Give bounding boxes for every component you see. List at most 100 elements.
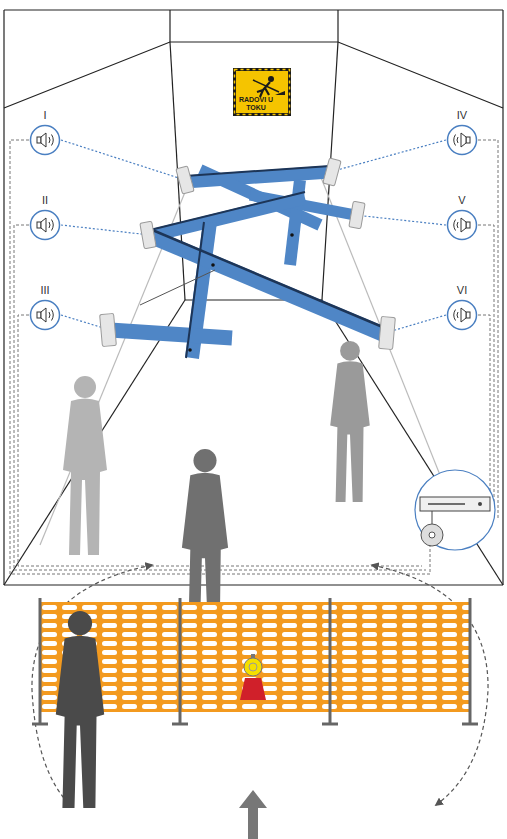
room-outline: [4, 10, 503, 585]
speaker-box: [140, 221, 156, 249]
speaker-callout: IV: [442, 108, 482, 158]
speaker-cone: [461, 133, 466, 147]
visitor-silhouette: [330, 341, 370, 502]
cd-player: [415, 470, 495, 550]
fence-post: [469, 598, 472, 724]
disc-hole: [429, 532, 435, 538]
icon-circle: [448, 301, 477, 330]
icon-circle: [448, 211, 477, 240]
speaker-callout: III: [25, 283, 65, 333]
entry-arrow: [239, 790, 267, 839]
speaker-icon: [446, 209, 478, 241]
tension-wire: [140, 270, 215, 305]
wall-edge: [3, 10, 4, 585]
sound-waves: [454, 310, 458, 321]
post-foot: [32, 723, 48, 726]
speaker-boxes: [100, 158, 396, 350]
speaker-box: [349, 201, 365, 229]
callout-number: IV: [442, 108, 482, 124]
pointer-line: [355, 215, 446, 225]
lamp-lens: [249, 663, 257, 671]
speaker-callout: V: [442, 193, 482, 243]
speaker-cone: [461, 218, 466, 232]
post-foot: [322, 723, 338, 726]
speaker-box: [379, 316, 396, 349]
beam-edge: [150, 229, 385, 328]
warning-sign: RADOVI U TOKU: [233, 68, 291, 116]
speaker-box: [176, 166, 194, 194]
speaker-icon: [29, 299, 61, 331]
lamp-light: [244, 658, 262, 676]
speaker-icon: [446, 299, 478, 331]
speaker-magnet: [37, 312, 41, 318]
magnifier-circle: [415, 470, 495, 550]
sign-border: [235, 70, 290, 115]
pointer-lines: [61, 140, 446, 333]
speaker-cone: [41, 218, 46, 232]
callout-number: V: [442, 193, 482, 209]
disc-slot: [428, 503, 465, 505]
speaker-glyph: [37, 308, 53, 322]
visitor-silhouette: [56, 611, 104, 808]
lamp-base: [240, 678, 266, 700]
pointer-line: [330, 140, 446, 172]
ceiling-edge: [337, 10, 338, 42]
speaker-cone: [41, 133, 46, 147]
speaker-icon: [29, 209, 61, 241]
fence-holes: [40, 602, 470, 712]
sound-waves: [454, 135, 458, 146]
sound-waves: [49, 220, 53, 231]
beam: [150, 236, 385, 335]
sound-waves: [49, 310, 53, 321]
worker-shovel: [253, 80, 279, 92]
speaker-magnet: [37, 137, 41, 143]
hazard-stripes: [235, 70, 290, 115]
fence-post: [329, 598, 332, 724]
speaker-box: [323, 158, 341, 186]
speaker-callout: VI: [442, 283, 482, 333]
player-body: [420, 497, 490, 511]
pointer-line: [61, 140, 185, 180]
sound-waves: [454, 220, 458, 231]
frame-line: [4, 9, 503, 10]
fence-post: [39, 598, 42, 724]
bolt: [290, 233, 294, 237]
speaker-glyph: [37, 218, 53, 232]
player-stand: [432, 511, 433, 524]
callout-number: I: [25, 108, 65, 124]
speaker-icon: [446, 124, 478, 156]
fence-mesh: [40, 602, 470, 712]
floor-edge: [4, 300, 185, 585]
audio-wires: [10, 140, 498, 574]
speaker-glyph: [37, 133, 53, 147]
beam: [150, 198, 305, 236]
disc: [421, 524, 443, 546]
speaker-glyph: [454, 133, 470, 147]
visitor-silhouette: [63, 376, 107, 555]
speaker-magnet: [466, 312, 470, 318]
post-foot: [172, 723, 188, 726]
lamp-knob: [251, 654, 255, 658]
speaker-callout: I: [25, 108, 65, 158]
speaker-callout: II: [25, 193, 65, 243]
fence-post: [179, 598, 182, 724]
dirt-pile: [275, 91, 285, 95]
speaker-magnet: [466, 222, 470, 228]
beam-structure: [110, 166, 385, 358]
bolt: [211, 263, 215, 267]
callout-number: VI: [442, 283, 482, 299]
sound-waves: [49, 135, 53, 146]
icon-circle: [31, 126, 60, 155]
player-button: [478, 502, 482, 506]
floor-edge: [322, 300, 503, 585]
speaker-glyph: [454, 218, 470, 232]
speaker-icon: [29, 124, 61, 156]
worker-head: [268, 76, 274, 82]
icon-circle: [31, 211, 60, 240]
bolt: [188, 348, 192, 352]
callout-number: II: [25, 193, 65, 209]
sign-text: RADOVI U TOKU: [238, 96, 274, 112]
